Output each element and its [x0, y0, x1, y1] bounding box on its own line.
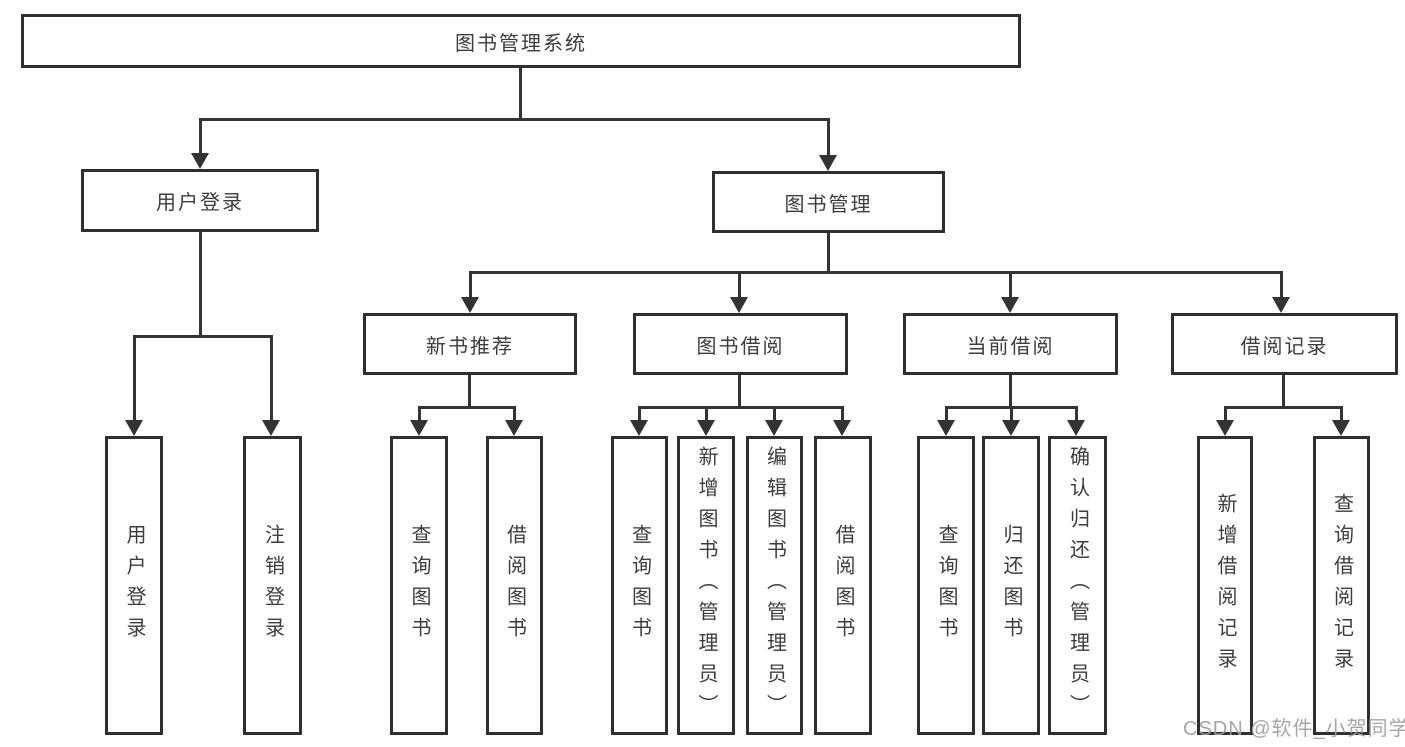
arrowhead-leaf-query-borrowing	[630, 420, 648, 436]
leaf-logout-label: 注销登录	[261, 523, 284, 648]
csdn-watermark: CSDN @软件_小贺同学	[1183, 718, 1405, 740]
leaf-query-books-recommend-label: 查询图书	[408, 523, 430, 648]
connector-level3-tee	[469, 271, 1283, 274]
leaf-user-login: 用户登录	[105, 436, 163, 735]
arrowhead-leaf-user-login	[125, 420, 143, 436]
connector-to-leaf-add-record	[1224, 409, 1227, 421]
connector-to-leaf-borrow-recommend	[513, 409, 516, 421]
connector-to-leaf-query-borrowing	[638, 409, 641, 421]
leaf-return-books: 归还图书	[982, 436, 1040, 735]
arrowhead-user-login	[191, 153, 209, 169]
node-user-login: 用户登录	[81, 169, 319, 232]
leaf-add-book-admin: 新增图书（管理员）	[677, 436, 735, 735]
connector-borrowing-tee	[638, 406, 844, 409]
connector-to-leaf-borrow-borrowing	[841, 409, 844, 421]
leaf-query-books-current: 查询图书	[917, 436, 975, 735]
connector-to-book-management	[827, 121, 830, 155]
connector-to-leaf-query-record	[1340, 409, 1343, 421]
node-book-management: 图书管理	[712, 171, 945, 233]
leaf-query-books-recommend: 查询图书	[390, 436, 448, 735]
arrowhead-leaf-query-record	[1332, 420, 1350, 436]
connector-to-current-borrowing	[1009, 274, 1012, 298]
arrowhead-leaf-return-books	[1002, 420, 1020, 436]
arrowhead-new-book-recommend	[461, 297, 479, 313]
connector-to-book-borrowing	[738, 274, 741, 298]
connector-to-leaf-logout	[270, 338, 273, 420]
leaf-query-books-borrowing: 查询图书	[611, 436, 668, 735]
leaf-add-borrow-record: 新增借阅记录	[1197, 436, 1253, 735]
arrowhead-book-borrowing	[730, 297, 748, 313]
connector-recommend-drop	[468, 375, 471, 409]
arrowhead-leaf-add-book	[697, 420, 715, 436]
leaf-borrow-books-borrowing: 借阅图书	[814, 436, 872, 735]
connector-to-leaf-return-books	[1010, 409, 1013, 421]
arrowhead-leaf-add-record	[1216, 420, 1234, 436]
connector-to-leaf-query-current	[945, 409, 948, 421]
node-current-borrowing: 当前借阅	[903, 313, 1118, 375]
connector-to-user-login	[199, 121, 202, 154]
leaf-borrow-books-recommend: 借阅图书	[486, 436, 543, 735]
connector-recommend-tee	[418, 406, 516, 409]
connector-root-drop	[519, 68, 522, 121]
leaf-borrow-books-borrowing-label: 借阅图书	[832, 523, 854, 648]
connector-current-tee	[945, 406, 1078, 409]
connector-current-drop	[1009, 375, 1012, 409]
connector-user-login-drop	[199, 232, 202, 338]
arrowhead-leaf-query-recommend	[410, 420, 428, 436]
arrowhead-leaf-edit-book	[765, 420, 783, 436]
arrowhead-leaf-borrow-recommend	[505, 420, 523, 436]
arrowhead-book-management	[819, 155, 837, 171]
node-book-borrowing: 图书借阅	[633, 313, 848, 375]
leaf-user-login-label: 用户登录	[123, 523, 145, 648]
arrowhead-leaf-confirm-return	[1067, 420, 1085, 436]
leaf-edit-book-admin: 编辑图书（管理员）	[746, 436, 803, 735]
leaf-query-books-borrowing-label: 查询图书	[628, 523, 651, 648]
connector-root-tee	[199, 118, 830, 121]
connector-to-new-book-recommend	[469, 274, 472, 298]
connector-records-drop	[1282, 375, 1285, 409]
leaf-borrow-books-recommend-label: 借阅图书	[503, 523, 526, 648]
connector-to-borrowing-records	[1280, 274, 1283, 298]
connector-to-leaf-confirm-return	[1075, 409, 1078, 421]
leaf-query-borrow-record-label: 查询借阅记录	[1330, 492, 1353, 679]
leaf-query-borrow-record: 查询借阅记录	[1313, 436, 1370, 735]
connector-to-leaf-query-recommend	[418, 409, 421, 421]
node-borrowing-records: 借阅记录	[1171, 313, 1398, 375]
leaf-add-borrow-record-label: 新增借阅记录	[1214, 492, 1236, 679]
arrowhead-borrowing-records	[1272, 297, 1290, 313]
arrowhead-current-borrowing	[1001, 297, 1019, 313]
node-new-book-recommend: 新书推荐	[363, 313, 577, 375]
leaf-confirm-return-admin-label: 确认归还（管理员）	[1066, 446, 1089, 725]
node-root: 图书管理系统	[21, 14, 1021, 68]
arrowhead-leaf-borrow-borrowing	[833, 420, 851, 436]
connector-borrowing-drop	[738, 375, 741, 409]
arrowhead-leaf-query-current	[937, 420, 955, 436]
connector-records-tee	[1224, 406, 1343, 409]
leaf-confirm-return-admin: 确认归还（管理员）	[1048, 436, 1107, 735]
leaf-query-books-current-label: 查询图书	[935, 523, 957, 648]
leaf-edit-book-admin-label: 编辑图书（管理员）	[763, 446, 786, 725]
leaf-logout: 注销登录	[243, 436, 302, 735]
connector-user-login-tee	[133, 335, 273, 338]
leaf-add-book-admin-label: 新增图书（管理员）	[695, 446, 717, 725]
connector-book-management-drop	[827, 233, 830, 274]
connector-to-leaf-add-book	[705, 409, 708, 421]
connector-to-leaf-user-login	[133, 338, 136, 420]
connector-to-leaf-edit-book	[773, 409, 776, 421]
leaf-return-books-label: 归还图书	[1000, 523, 1022, 648]
arrowhead-leaf-logout	[262, 420, 280, 436]
